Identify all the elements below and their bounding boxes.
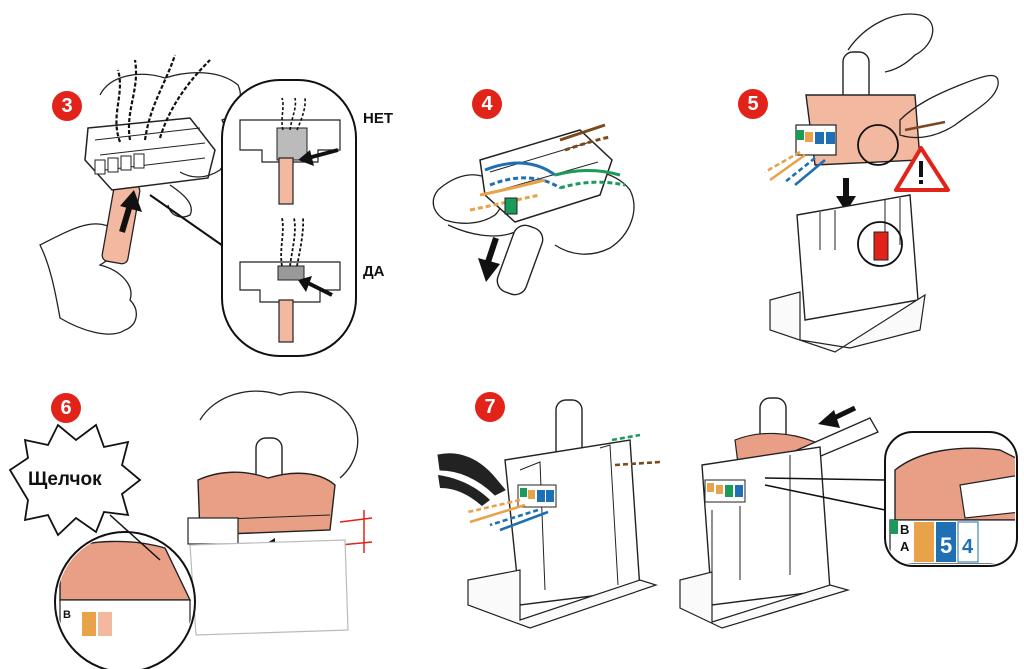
module-letter-b: B	[900, 522, 909, 537]
step-badge-4: 4	[472, 89, 502, 119]
magnifier-circle	[857, 124, 899, 166]
cable	[496, 224, 544, 296]
module-letter-b: B	[63, 609, 71, 621]
step7-right-illustration: B A 5 4	[679, 397, 1018, 629]
click-burst	[8, 423, 142, 537]
wrong-detail	[239, 97, 341, 205]
warning-triangle-icon	[894, 146, 950, 192]
connector-block	[479, 129, 613, 223]
pliers	[437, 453, 506, 496]
hand-outline	[432, 174, 503, 224]
magnifier-circle	[857, 221, 903, 267]
base-plate	[679, 571, 851, 629]
wrong-label: НЕТ	[363, 110, 393, 127]
step-badge-3: 3	[52, 91, 82, 121]
arrow-down-icon	[478, 237, 500, 282]
module-letter-a: A	[900, 539, 910, 554]
arrow-down-icon	[836, 178, 856, 212]
base-plate	[769, 291, 926, 353]
module-digit-5: 5	[940, 533, 952, 558]
arrow-up-icon	[119, 190, 142, 233]
step3-illustration	[39, 54, 357, 357]
step-badge-7: 7	[475, 392, 505, 422]
step5-illustration	[764, 13, 999, 353]
module-digit-4: 4	[962, 536, 974, 558]
step6-illustration: B	[8, 390, 373, 669]
step7-left-illustration	[437, 399, 661, 629]
jack-housing	[701, 446, 831, 606]
hand-outline	[199, 390, 359, 479]
right-label: ДА	[363, 263, 385, 280]
hand-outline	[847, 13, 934, 73]
step-badge-6: 6	[51, 393, 81, 423]
step4-illustration	[432, 123, 635, 296]
step-badge-5: 5	[738, 89, 768, 119]
base-plate	[467, 569, 658, 629]
hand-outline	[899, 74, 999, 139]
click-label: Щелчок	[28, 469, 102, 490]
right-detail	[239, 217, 341, 343]
arrow-left-icon	[818, 405, 857, 428]
